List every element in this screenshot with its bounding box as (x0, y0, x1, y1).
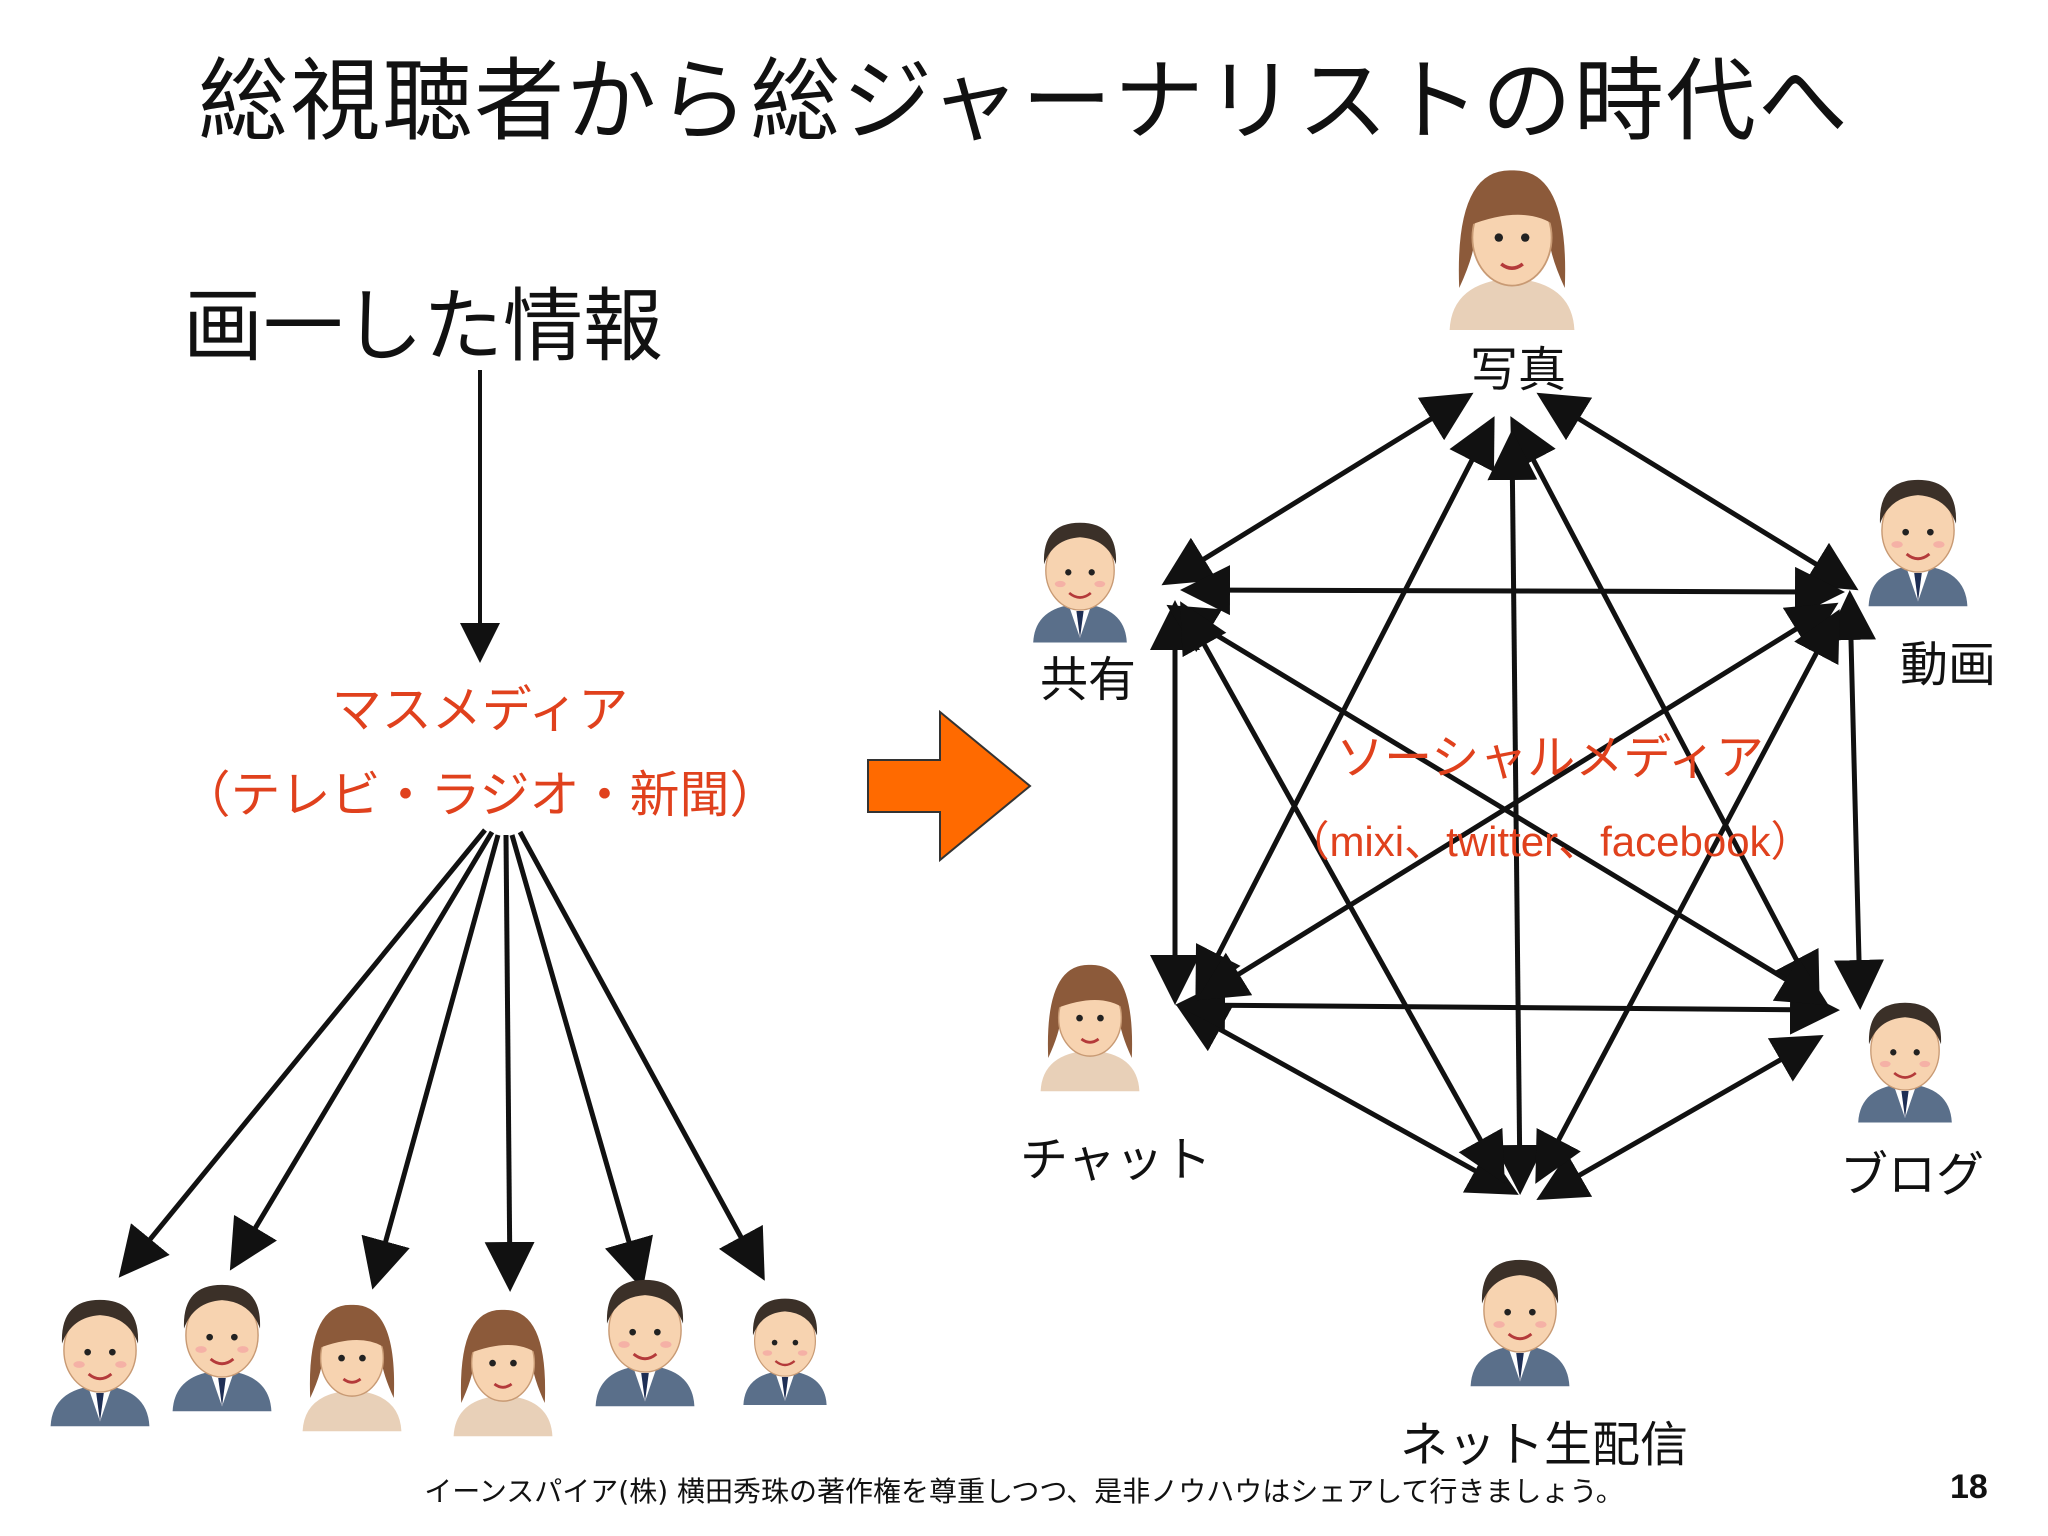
mass-media-examples: （テレビ・ラジオ・新聞） (180, 766, 780, 824)
video-person-icon (1867, 478, 1969, 608)
network-edge (1536, 1035, 1824, 1200)
copyright-footer: イーンスパイア(株) 横田秀珠の著作権を尊重しつつ、是非ノウハウはシェアして行き… (424, 1475, 1624, 1508)
chat-person-icon (1039, 963, 1141, 1093)
network-arrows (1150, 392, 1884, 1200)
broadcast-arrow (509, 834, 653, 1290)
audience-person-icon (594, 1278, 696, 1408)
network-edge (1535, 609, 1840, 1184)
node-label-blog: ブログ (1840, 1147, 1985, 1203)
uniform-info-heading: 画一した情報 (183, 280, 663, 373)
node-label-video: 動画 (1900, 637, 1997, 693)
live-person-icon (1469, 1258, 1571, 1388)
broadcast-arrow (517, 830, 765, 1281)
audience-person-icon (742, 1297, 828, 1407)
network-edge (1826, 590, 1884, 1010)
page-number: 18 (1950, 1468, 1988, 1506)
audience-person-icon (301, 1303, 403, 1433)
blog-person-icon (1856, 1001, 1954, 1124)
network-edge (1176, 1005, 1519, 1195)
photo-person-icon (1447, 168, 1577, 332)
slide-title: 総視聴者から総ジャーナリストの時代へ (198, 49, 1850, 154)
broadcast-arrow (484, 834, 535, 1292)
transition-arrow-icon (867, 709, 1032, 863)
network-edge (1161, 392, 1474, 586)
network-edge (1195, 416, 1495, 999)
social-media-label: ソーシャルメディア (1336, 730, 1764, 786)
broadcast-arrows (118, 828, 765, 1292)
broadcast-arrow (229, 830, 495, 1271)
audience-person-icon (49, 1298, 151, 1428)
audience-person-icon (171, 1283, 273, 1413)
audience-row (49, 1278, 828, 1438)
network-edge (1180, 601, 1505, 1184)
broadcast-arrow (118, 828, 487, 1278)
network-edge (1175, 980, 1840, 1035)
audience-person-icon (452, 1308, 554, 1438)
node-label-live: ネット生配信 (1400, 1417, 1689, 1473)
node-label-share: 共有 (1040, 652, 1137, 708)
network-edge (1536, 392, 1859, 591)
social-media-examples: （mixi、twitter、facebook） (1287, 818, 1813, 865)
network-edge (1166, 604, 1829, 1006)
node-label-photo: 写真 (1470, 342, 1567, 398)
share-person-icon (1031, 521, 1129, 644)
mass-media-label: マスメディア (331, 681, 629, 739)
node-label-chat: チャット (1020, 1132, 1212, 1188)
broadcast-arrow (361, 834, 501, 1290)
